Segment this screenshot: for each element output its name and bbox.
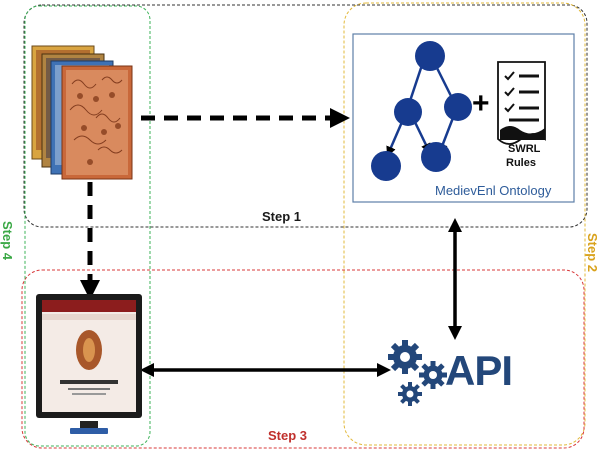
graph-node <box>394 98 422 126</box>
graph-node <box>415 41 445 71</box>
gears-icon <box>388 340 447 406</box>
manuscript-images-icon <box>31 45 133 180</box>
api-label: API <box>445 347 513 394</box>
graph-node <box>444 93 472 121</box>
step1-label: Step 1 <box>262 209 302 224</box>
step3-label: Step 3 <box>268 428 308 443</box>
graph-node <box>371 151 401 181</box>
ontology-name: MedievEnl Ontology <box>435 183 552 198</box>
step2-label: Step 2 <box>585 232 601 273</box>
step4-label: Step 4 <box>0 220 16 261</box>
swrl-label: SWRL <box>508 143 541 155</box>
checklist-icon <box>497 61 546 145</box>
plus-sign: + <box>472 87 490 120</box>
graph-node <box>421 142 451 172</box>
step1-region <box>23 4 588 228</box>
step4-region <box>24 5 151 447</box>
monitor-icon <box>36 294 142 434</box>
rules-label: Rules <box>506 157 536 169</box>
step3-region <box>21 269 585 449</box>
step2-region <box>343 2 586 446</box>
